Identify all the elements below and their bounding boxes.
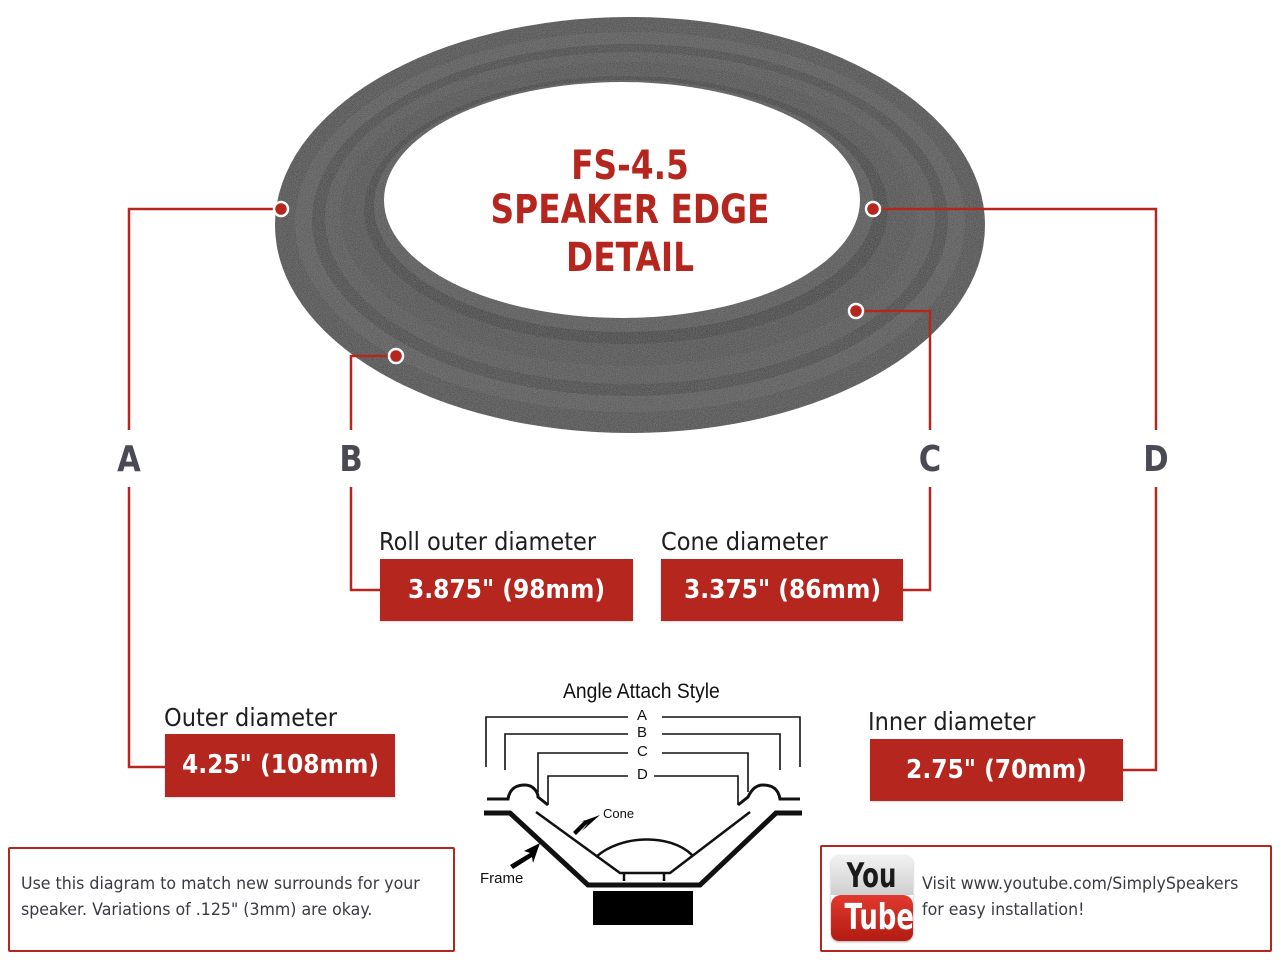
cross-section-label-c: C <box>637 743 648 760</box>
cone-diameter-label: Cone diameter <box>661 527 828 556</box>
callout-letter-d: D <box>1143 439 1169 480</box>
callout-letter-b: B <box>339 439 363 480</box>
callout-dots <box>272 200 882 365</box>
youtube-logo-tube: Tube <box>844 897 913 938</box>
youtube-note-line2: for easy installation! <box>922 900 1085 920</box>
cross-section-label-d: D <box>637 766 648 783</box>
cross-section-label-a: A <box>637 707 648 724</box>
cone-label: Cone <box>603 806 635 821</box>
inner-diameter-label: Inner diameter <box>868 707 1036 736</box>
youtube-logo-you: You <box>847 856 897 896</box>
speaker-cross-section <box>484 716 802 925</box>
roll-outer-diameter-label: Roll outer diameter <box>379 527 597 556</box>
cross-section-label-b: B <box>637 724 648 741</box>
model-title: FS-4.5 <box>571 143 689 189</box>
callout-letter-c: C <box>918 439 942 480</box>
youtube-icon[interactable]: You Tube <box>831 855 913 941</box>
cone-diameter-value: 3.375" (86mm) <box>661 559 903 621</box>
frame-label: Frame <box>480 870 524 887</box>
foam-surround <box>275 17 985 433</box>
tolerance-note-line2: speaker. Variations of .125" (3mm) are o… <box>21 900 373 920</box>
youtube-link-text[interactable]: Visit www.youtube.com/SimplySpeakers <box>922 874 1239 894</box>
callout-lines <box>127 207 1158 772</box>
callout-letter-a: A <box>117 439 141 480</box>
tolerance-note-box <box>8 847 455 952</box>
outer-diameter-label: Outer diameter <box>164 703 338 732</box>
cross-section-title: Angle Attach Style <box>563 680 720 703</box>
diagram-title: SPEAKER EDGE DETAIL <box>490 187 770 281</box>
tolerance-note-line1: Use this diagram to match new surrounds … <box>21 874 420 894</box>
outer-diameter-value: 4.25" (108mm) <box>165 734 395 797</box>
inner-diameter-value: 2.75" (70mm) <box>870 739 1123 801</box>
roll-outer-diameter-value: 3.875" (98mm) <box>380 559 633 621</box>
